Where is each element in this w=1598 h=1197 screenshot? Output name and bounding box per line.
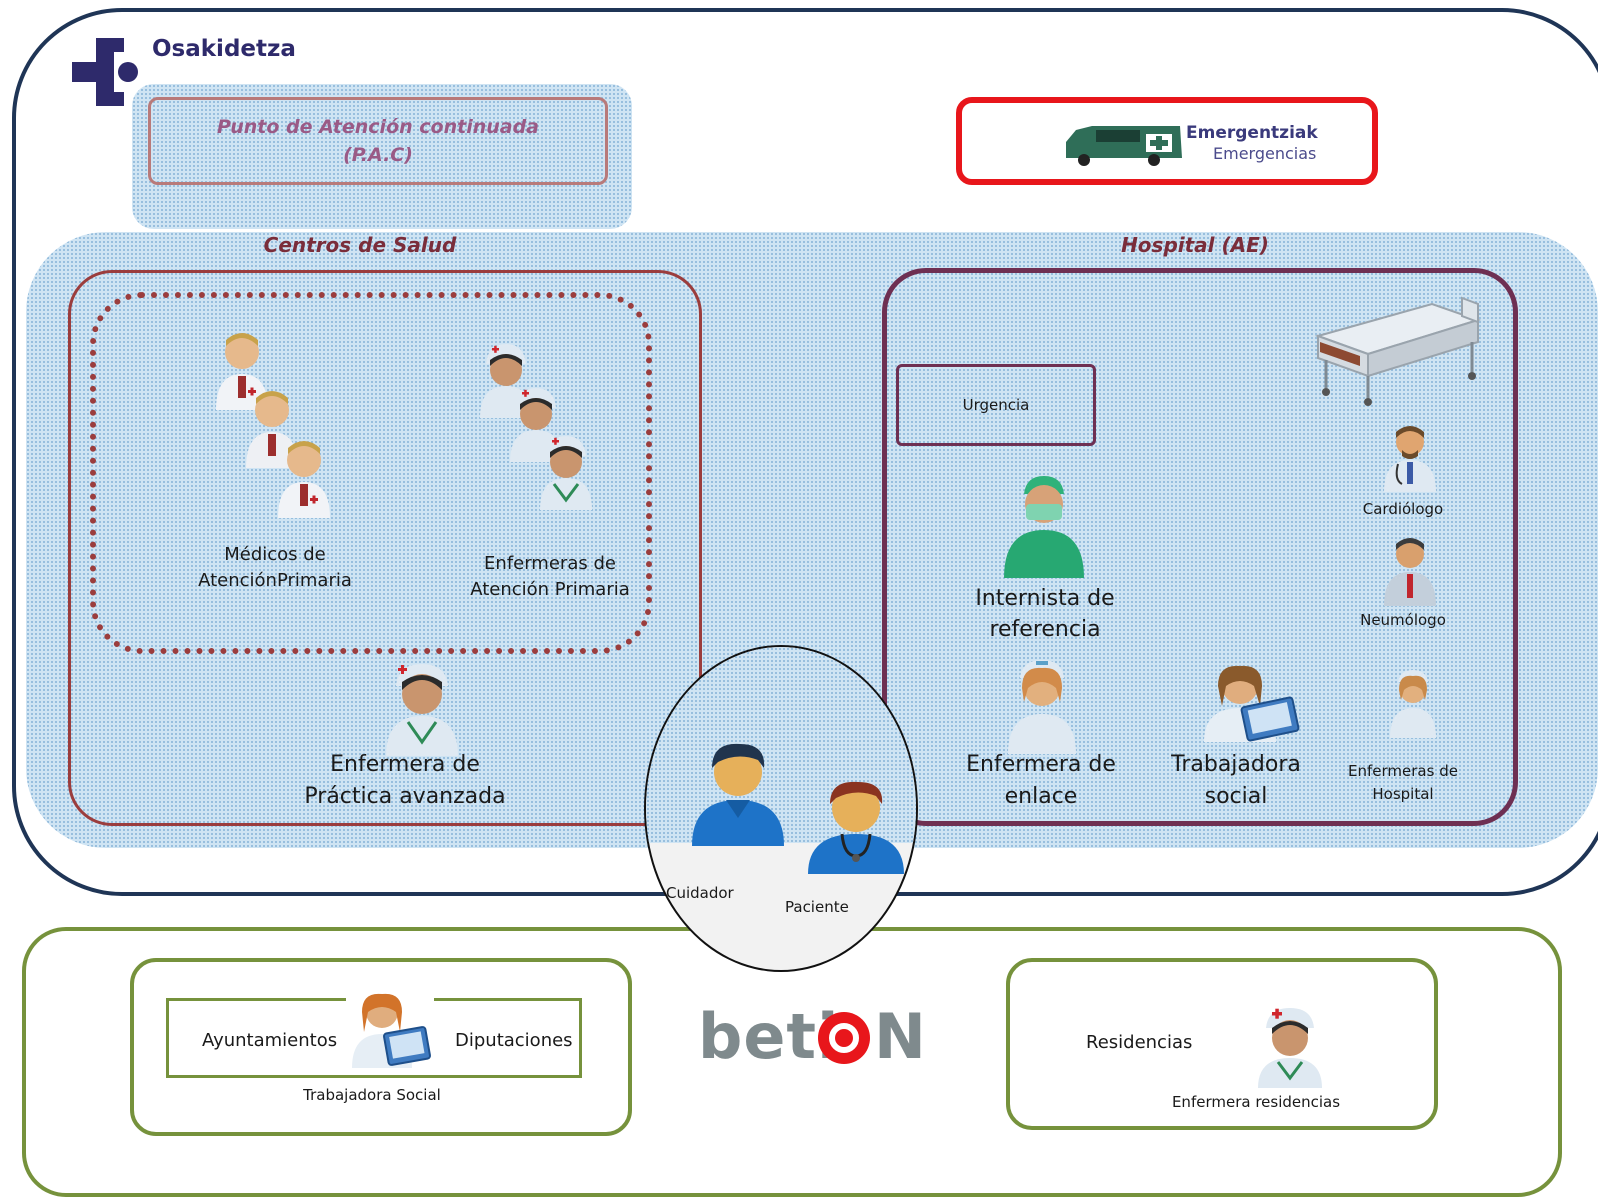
centros-box [68, 270, 702, 826]
cardiologo-label: Cardiólogo [1362, 500, 1444, 518]
hospital-box [882, 268, 1518, 826]
diputaciones-label: Diputaciones [455, 1030, 573, 1051]
liaison-nurse-icon [1008, 660, 1076, 754]
urgencia-box [896, 364, 1096, 446]
power-o-icon [818, 1012, 870, 1064]
neumologo-label: Neumólogo [1360, 611, 1446, 629]
enf-hospital-label-2: Hospital [1372, 785, 1434, 803]
pac-area [132, 84, 632, 229]
enlace-label-2: enlace [1004, 784, 1078, 809]
primary-team-box [90, 292, 652, 654]
osakidetza-cross-icon [72, 38, 138, 106]
doctors-icon [216, 333, 330, 518]
internista-label-2: referencia [989, 617, 1101, 642]
residencias-box [1006, 958, 1438, 1130]
paciente-label: Paciente [785, 898, 849, 916]
patient-icon [808, 781, 904, 874]
pac-title-line2: (P.A.C) [343, 144, 413, 166]
trabajadora-label-2: social [1204, 784, 1268, 809]
trabajadora-social-label: Trabajadora Social [303, 1086, 441, 1104]
medicos-label-1: Médicos de [224, 544, 326, 565]
hospital-nurse-icon [1390, 670, 1436, 738]
enfermeras-label-1: Enfermeras de [484, 553, 616, 574]
nurses-icon [480, 344, 592, 510]
betion-logo: beti N [698, 1000, 928, 1076]
residencias-label: Residencias [1086, 1032, 1193, 1053]
betion-text-right: N [874, 1000, 926, 1073]
betion-text-left: beti [698, 1000, 840, 1073]
emergency-box [956, 97, 1378, 185]
practica-label-2: Práctica avanzada [304, 784, 506, 809]
cuidador-label: Cuidador [666, 884, 734, 902]
ambulance-icon [1066, 126, 1182, 166]
medicos-label-2: AtenciónPrimaria [198, 570, 352, 591]
osakidetza-logo [70, 36, 150, 108]
enf-hospital-label-1: Enfermeras de [1348, 762, 1458, 780]
enfermera-residencias-label: Enfermera residencias [1171, 1093, 1341, 1111]
internist-icon [1004, 476, 1084, 578]
residence-nurse-icon [1258, 1008, 1322, 1088]
hospital-bed-icon [1314, 296, 1482, 406]
pulmonologist-icon [1384, 538, 1436, 606]
centros-title: Centros de Salud [263, 233, 457, 257]
emergency-label-2: Emergencias [1213, 144, 1317, 163]
cardiologist-icon [1384, 426, 1436, 492]
internista-label-1: Internista de [975, 586, 1115, 611]
practica-label-1: Enfermera de [330, 752, 480, 777]
ayuntamientos-label: Ayuntamientos [202, 1030, 338, 1051]
emergency-label-1: Emergentziak [1186, 123, 1318, 143]
patient-circle [644, 645, 918, 972]
hospital-title: Hospital (AE) [1121, 233, 1269, 257]
pac-title-line1: Punto de Atención continuada [216, 116, 540, 138]
enlace-label-1: Enfermera de [966, 752, 1116, 777]
municipal-box [130, 958, 632, 1136]
social-worker-icon [1204, 665, 1300, 742]
social-worker-icon-2 [352, 993, 431, 1068]
osakidetza-name: Osakidetza [152, 36, 296, 62]
pac-box [148, 97, 608, 185]
urgencia-label: Urgencia [962, 396, 1030, 414]
advanced-nurse-icon [386, 664, 458, 756]
caregiver-icon [692, 743, 784, 846]
trabajadora-label-1: Trabajadora [1171, 752, 1301, 777]
enfermeras-label-2: Atención Primaria [470, 579, 630, 600]
